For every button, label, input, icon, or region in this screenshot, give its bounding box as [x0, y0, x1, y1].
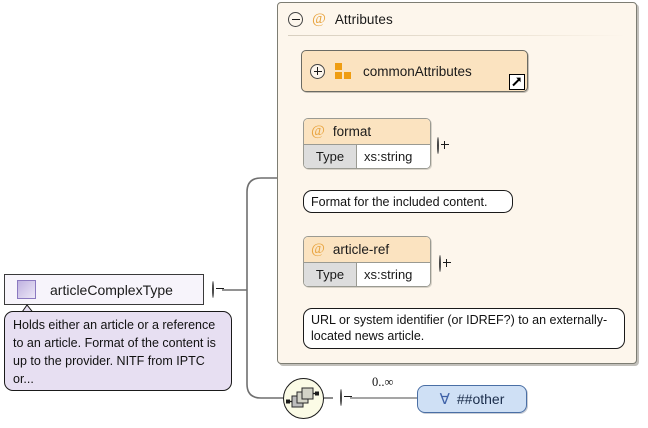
attribute-group-commonattributes[interactable]: commonAttributes: [301, 50, 528, 92]
occurrence-label: 0..∞: [372, 375, 394, 389]
forall-icon: ∀: [439, 390, 450, 408]
at-icon: @: [311, 241, 325, 257]
external-link-icon[interactable]: [509, 74, 525, 90]
root-annotation: Holds either an article or a reference t…: [4, 311, 232, 391]
attribute-format-type-value: xs:string: [364, 149, 413, 164]
wildcard-any-other[interactable]: ∀ ##other: [417, 385, 527, 413]
attributes-title: Attributes: [334, 11, 393, 27]
complextype-icon: [17, 280, 36, 299]
choice-icon[interactable]: [283, 378, 324, 419]
attribute-group-label: commonAttributes: [363, 63, 472, 79]
wildcard-namespace-label: ##other: [456, 391, 505, 407]
attribute-article-ref-type-row: Type xs:string: [304, 263, 430, 286]
attribute-format-header: @ format: [304, 119, 430, 145]
attribute-format-name: format: [332, 124, 372, 139]
attribute-group-icon: [335, 63, 353, 79]
attributes-divider: [288, 35, 626, 36]
attribute-format-type-row: Type xs:string: [304, 145, 430, 168]
attribute-format-type-key: Type: [304, 145, 357, 168]
attributes-collapse-toggle[interactable]: [288, 11, 303, 27]
attribute-article-ref-expand-toggle[interactable]: [439, 255, 441, 272]
at-icon: @: [312, 10, 326, 27]
root-complextype-label: articleComplexType: [50, 281, 173, 298]
attribute-article-ref-type-key: Type: [304, 263, 357, 286]
attribute-format-annotation: Format for the included content.: [303, 190, 513, 213]
commonattributes-expand-toggle[interactable]: [310, 63, 325, 79]
attribute-format-expand-toggle[interactable]: [437, 137, 439, 154]
root-complextype-articlecomplextype[interactable]: articleComplexType: [4, 274, 204, 305]
attributes-header: @ Attributes: [288, 8, 393, 30]
attribute-article-ref[interactable]: @ article-ref Type xs:string: [303, 236, 431, 287]
attribute-article-ref-type-value: xs:string: [364, 267, 413, 282]
attribute-article-ref-name: article-ref: [332, 242, 390, 257]
attribute-article-ref-header: @ article-ref: [304, 237, 430, 263]
attribute-format[interactable]: @ format Type xs:string: [303, 118, 431, 169]
attribute-article-ref-annotation: URL or system identifier (or IDREF?) to …: [303, 308, 625, 349]
content-model-collapse-toggle[interactable]: [340, 389, 342, 406]
root-collapse-toggle[interactable]: [212, 281, 214, 298]
at-icon: @: [311, 123, 325, 139]
